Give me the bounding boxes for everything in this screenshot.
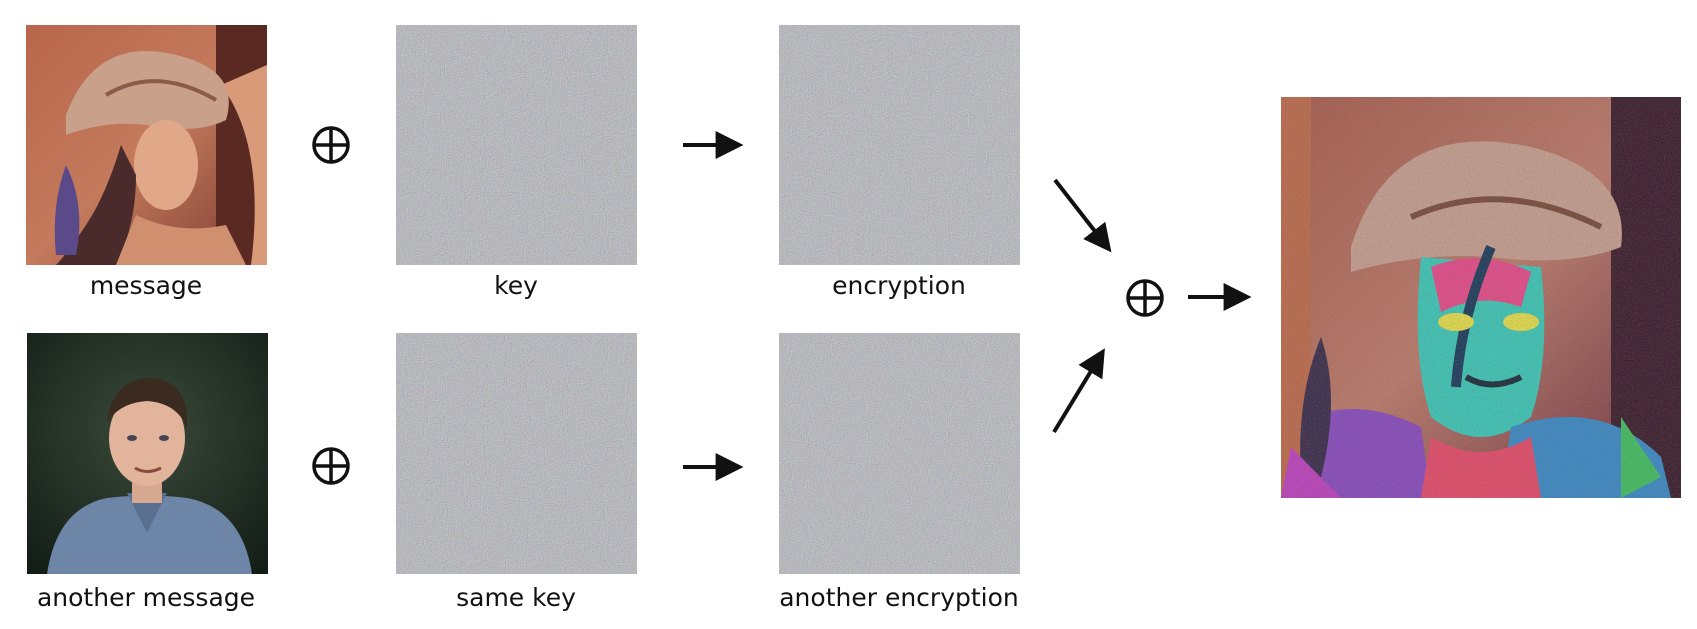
message-label: message — [89, 271, 203, 300]
another-encryption-label: another encryption — [779, 583, 1019, 612]
encryption-label: encryption — [832, 271, 966, 300]
same-key-noise-image — [396, 333, 637, 574]
arrow-icon — [1052, 348, 1105, 434]
key-label: key — [494, 271, 538, 300]
xor-result-image — [1281, 97, 1681, 498]
key-noise-image — [396, 25, 637, 265]
xor-icon — [311, 446, 351, 486]
xor-icon — [311, 125, 351, 165]
another-message-image — [27, 333, 268, 574]
arrow-icon — [1053, 178, 1112, 253]
another-message-label: another message — [36, 583, 256, 612]
another-encryption-noise-image — [779, 333, 1020, 574]
same-key-label: same key — [456, 583, 576, 612]
xor-icon — [1125, 278, 1165, 318]
message-image — [26, 25, 267, 265]
encryption-noise-image — [779, 25, 1020, 265]
